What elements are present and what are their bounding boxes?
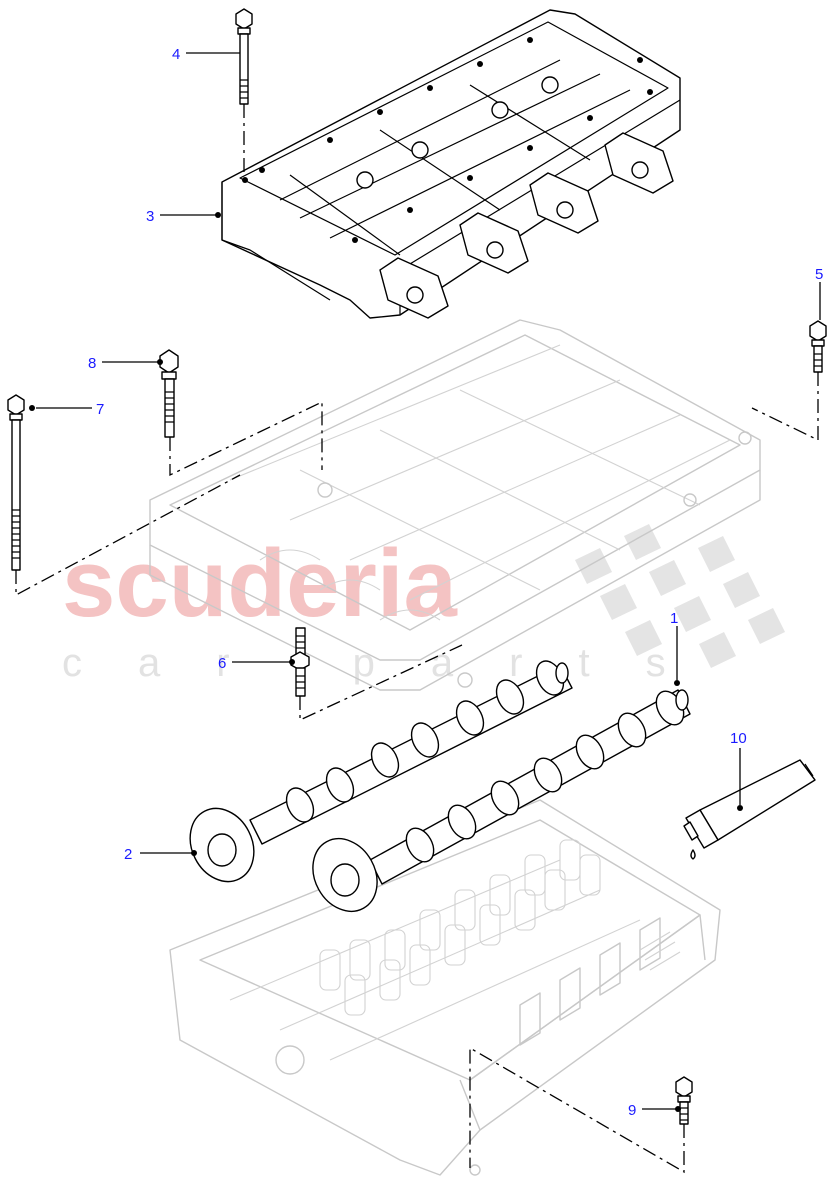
- bolt-8-guide: [169, 400, 323, 477]
- stud-6-guide: [299, 644, 463, 722]
- callout-4: 4: [172, 46, 180, 63]
- callout-5: 5: [815, 266, 823, 283]
- bolt-5-icon: [809, 320, 827, 373]
- checkered-flag-icon: [575, 524, 785, 668]
- cylinder-head-ghost: [169, 799, 721, 1176]
- watermark: scuderia car parts: [62, 524, 785, 685]
- callout-9: 9: [628, 1102, 636, 1119]
- bolt-5-guide: [751, 372, 819, 442]
- callout-labels: 1 2 3 4 5 6 7 8 9 10: [88, 46, 823, 1119]
- bolt-7-guide: [15, 474, 241, 597]
- watermark-brand: scuderia: [62, 530, 457, 637]
- camshaft-1-icon: [312, 689, 691, 912]
- callout-6: 6: [218, 655, 226, 672]
- callout-3: 3: [146, 208, 154, 225]
- callout-10: 10: [730, 730, 747, 747]
- camshaft-carrier-ghost: [149, 319, 761, 691]
- camshaft-2-icon: [189, 660, 573, 883]
- bolt-7-icon: [7, 394, 25, 571]
- sealant-tube-10-icon: [683, 759, 816, 860]
- callout-7: 7: [96, 401, 104, 418]
- bolt-4-icon: [235, 8, 253, 105]
- callout-2: 2: [124, 846, 132, 863]
- stud-6-icon: [290, 627, 310, 697]
- callout-8: 8: [88, 355, 96, 372]
- bolt-9-guide: [469, 1046, 685, 1174]
- callout-leaders: [29, 52, 821, 1112]
- callout-1: 1: [670, 610, 678, 627]
- watermark-sub: car parts: [62, 641, 722, 685]
- rocker-carrier-assembly: [221, 9, 681, 319]
- bolt-9-icon: [675, 1076, 693, 1125]
